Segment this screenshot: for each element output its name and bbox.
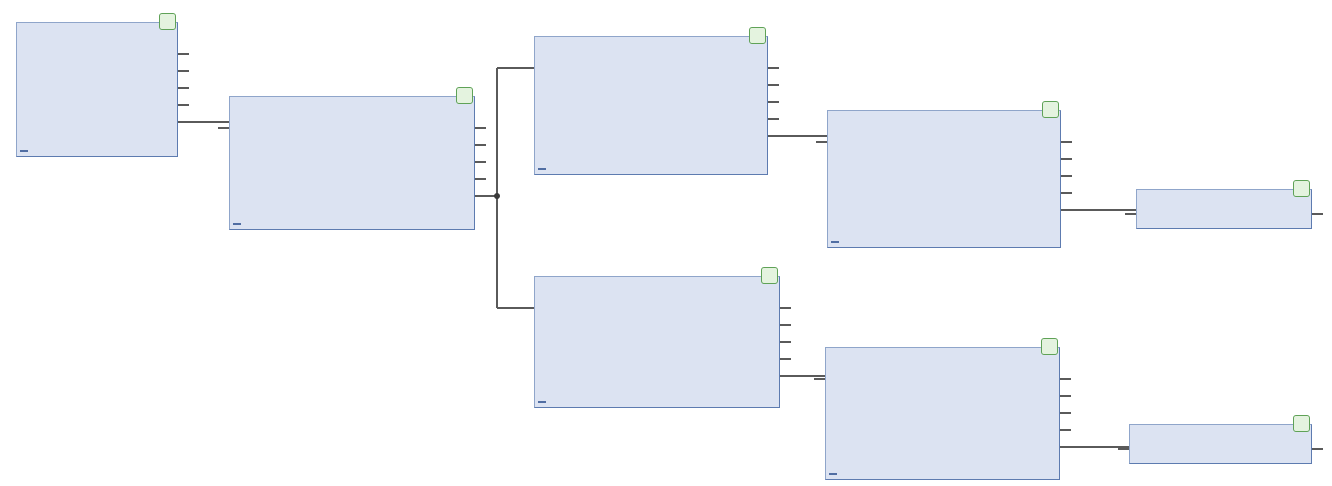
parameters-button[interactable] — [538, 168, 546, 170]
wire-wg-to-writer — [768, 135, 827, 137]
port-stub — [1060, 378, 1071, 380]
port-stub — [780, 358, 791, 360]
function-block-reader-group[interactable] — [534, 276, 780, 408]
block-index-badge — [1041, 338, 1058, 355]
block-index-badge — [761, 267, 778, 284]
port-stub — [1061, 192, 1072, 194]
port-stub — [1118, 448, 1129, 450]
function-block-reader[interactable] — [825, 347, 1060, 480]
parameters-button[interactable] — [233, 223, 241, 225]
parameters-button[interactable] — [831, 241, 839, 243]
wire-junction — [494, 193, 500, 199]
port-stub — [178, 70, 189, 72]
function-block-writer[interactable] — [827, 110, 1061, 248]
wire-writer-to-actor — [1061, 209, 1136, 211]
block-index-badge — [159, 13, 176, 30]
function-block-actor-data[interactable] — [1136, 189, 1312, 229]
wire-conn-to-rg — [497, 307, 534, 309]
wire-conn-to-rg — [496, 196, 498, 308]
port-stub — [1125, 213, 1136, 215]
port-stub — [475, 161, 486, 163]
port-stub — [768, 101, 779, 103]
function-block-sensor-data[interactable] — [1129, 424, 1312, 464]
parameters-button[interactable] — [829, 473, 837, 475]
port-stub — [768, 118, 779, 120]
port-stub — [1060, 395, 1071, 397]
port-stub — [218, 127, 229, 129]
port-stub — [1312, 448, 1323, 450]
port-stub — [475, 127, 486, 129]
wire-rg-to-reader — [780, 375, 825, 377]
parameters-button[interactable] — [538, 401, 546, 403]
function-block-writer-group[interactable] — [534, 36, 768, 175]
wire-conn-to-wg — [496, 68, 498, 196]
port-stub — [1060, 429, 1071, 431]
port-stub — [814, 378, 825, 380]
port-stub — [1061, 175, 1072, 177]
function-block-connection[interactable] — [229, 96, 475, 230]
wire-reader-to-sensor — [1060, 446, 1129, 448]
port-stub — [178, 104, 189, 106]
port-stub — [780, 307, 791, 309]
port-stub — [1061, 141, 1072, 143]
parameters-button[interactable] — [20, 150, 28, 152]
port-stub — [780, 341, 791, 343]
function-block-configuration[interactable] — [16, 22, 178, 157]
port-stub — [178, 87, 189, 89]
block-index-badge — [1293, 180, 1310, 197]
block-index-badge — [1293, 415, 1310, 432]
port-stub — [1061, 158, 1072, 160]
block-index-badge — [749, 27, 766, 44]
port-stub — [780, 324, 791, 326]
port-stub — [768, 67, 779, 69]
port-stub — [768, 84, 779, 86]
wire-conn-to-rg — [475, 195, 497, 197]
block-index-badge — [1042, 101, 1059, 118]
port-stub — [475, 144, 486, 146]
port-stub — [1060, 412, 1071, 414]
port-stub — [816, 141, 827, 143]
block-index-badge — [456, 87, 473, 104]
wire-conf-to-conn — [178, 121, 229, 123]
wire-conn-to-wg — [497, 67, 534, 69]
port-stub — [1312, 213, 1323, 215]
port-stub — [475, 178, 486, 180]
port-stub — [178, 53, 189, 55]
